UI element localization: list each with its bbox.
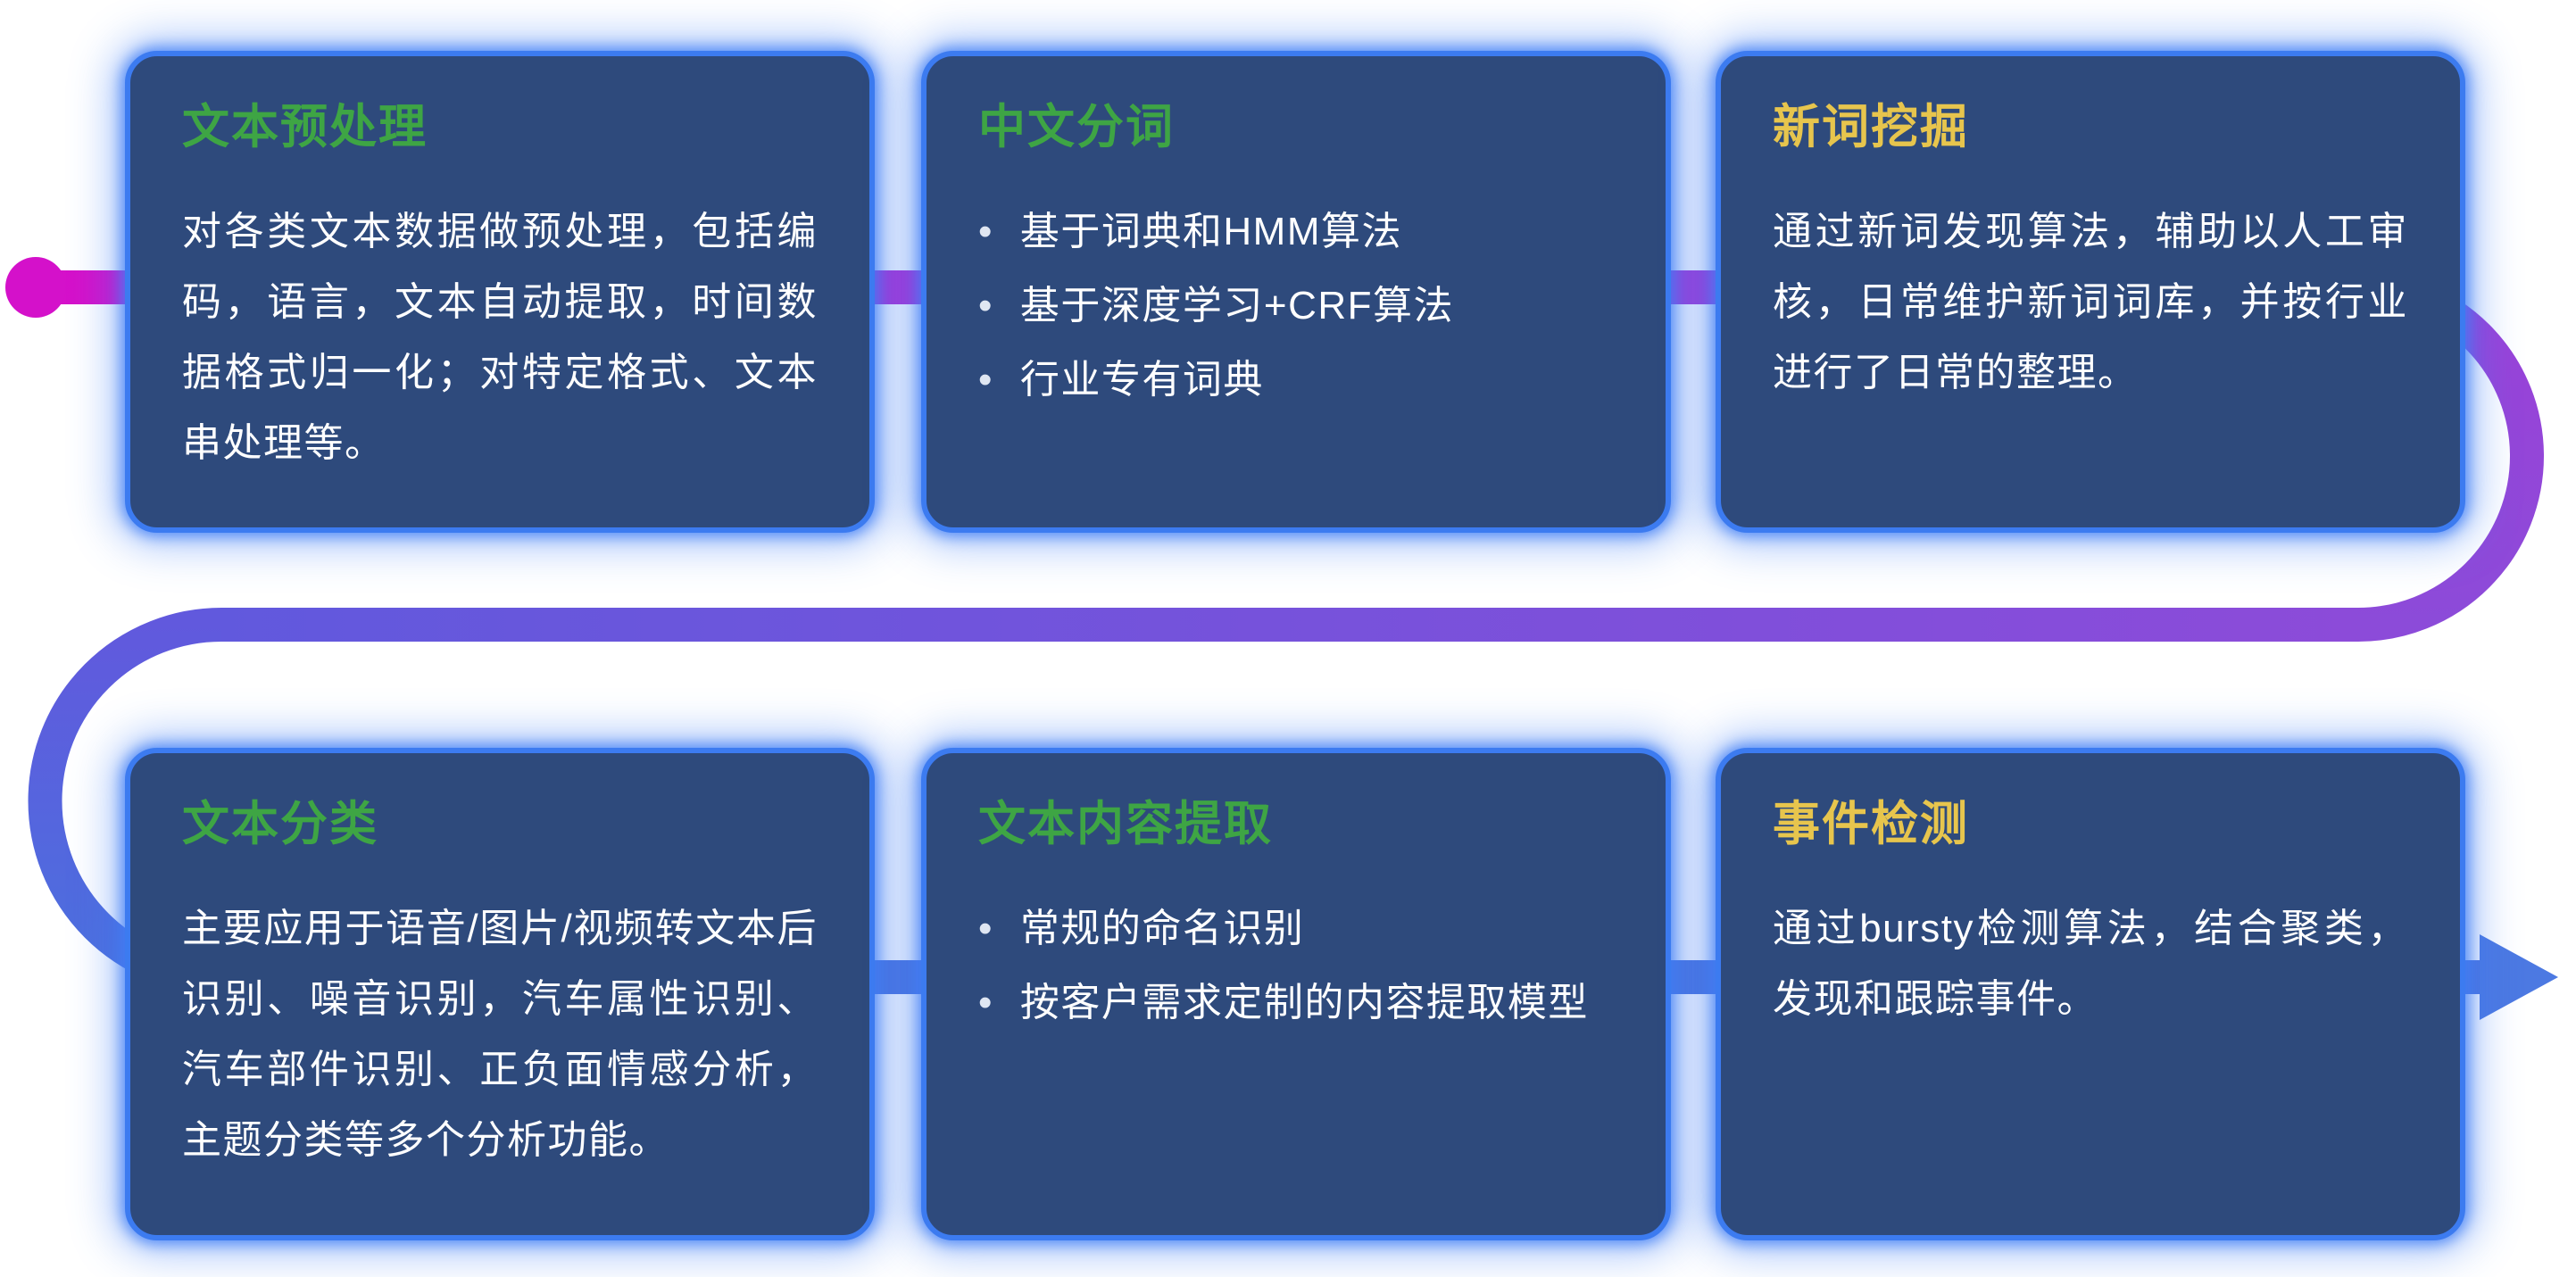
card-text-classification: 文本分类 主要应用于语音/图片/视频转文本后识别、噪音识别，汽车属性识别、汽车部… (125, 748, 875, 1240)
card-text-content-extraction: 文本内容提取 常规的命名识别 按客户需求定制的内容提取模型 (921, 748, 1671, 1240)
card-body: 对各类文本数据做预处理，包括编码，语言，文本自动提取，时间数据格式归一化；对特定… (182, 209, 818, 466)
card-title: 新词挖掘 (1773, 101, 1969, 153)
bullet-list: 常规的命名识别 按客户需求定制的内容提取模型 (978, 893, 1614, 1038)
bullet-item: 常规的命名识别 (978, 893, 1614, 964)
card-body: 主要应用于语音/图片/视频转文本后识别、噪音识别，汽车属性识别、汽车部件识别、正… (182, 906, 818, 1163)
card-title: 中文分词 (978, 101, 1175, 153)
bullet-list: 基于词典和HMM算法 基于深度学习+CRF算法 行业专有词典 (978, 196, 1614, 416)
card-body: 通过新词发现算法，辅助以人工审核，日常维护新词词库，并按行业进行了日常的整理。 (1773, 209, 2408, 395)
card-new-word-mining: 新词挖掘 通过新词发现算法，辅助以人工审核，日常维护新词词库，并按行业进行了日常… (1716, 51, 2465, 533)
bullet-item: 行业专有词典 (978, 344, 1614, 415)
card-text-preprocessing: 文本预处理 对各类文本数据做预处理，包括编码，语言，文本自动提取，时间数据格式归… (125, 51, 875, 533)
card-chinese-word-segmentation: 中文分词 基于词典和HMM算法 基于深度学习+CRF算法 行业专有词典 (921, 51, 1671, 533)
bullet-item: 基于词典和HMM算法 (978, 196, 1614, 267)
card-title: 事件检测 (1773, 798, 1969, 850)
card-title: 文本分类 (182, 798, 378, 850)
card-body: 通过bursty检测算法，结合聚类，发现和跟踪事件。 (1773, 906, 2408, 1022)
bullet-item: 基于深度学习+CRF算法 (978, 270, 1614, 341)
flow-arrow-icon (2480, 934, 2558, 1020)
card-title: 文本预处理 (182, 101, 428, 153)
card-event-detection: 事件检测 通过bursty检测算法，结合聚类，发现和跟踪事件。 (1716, 748, 2465, 1240)
card-title: 文本内容提取 (978, 798, 1273, 850)
flow-start-dot-icon (5, 257, 66, 318)
bullet-item: 按客户需求定制的内容提取模型 (978, 967, 1614, 1038)
